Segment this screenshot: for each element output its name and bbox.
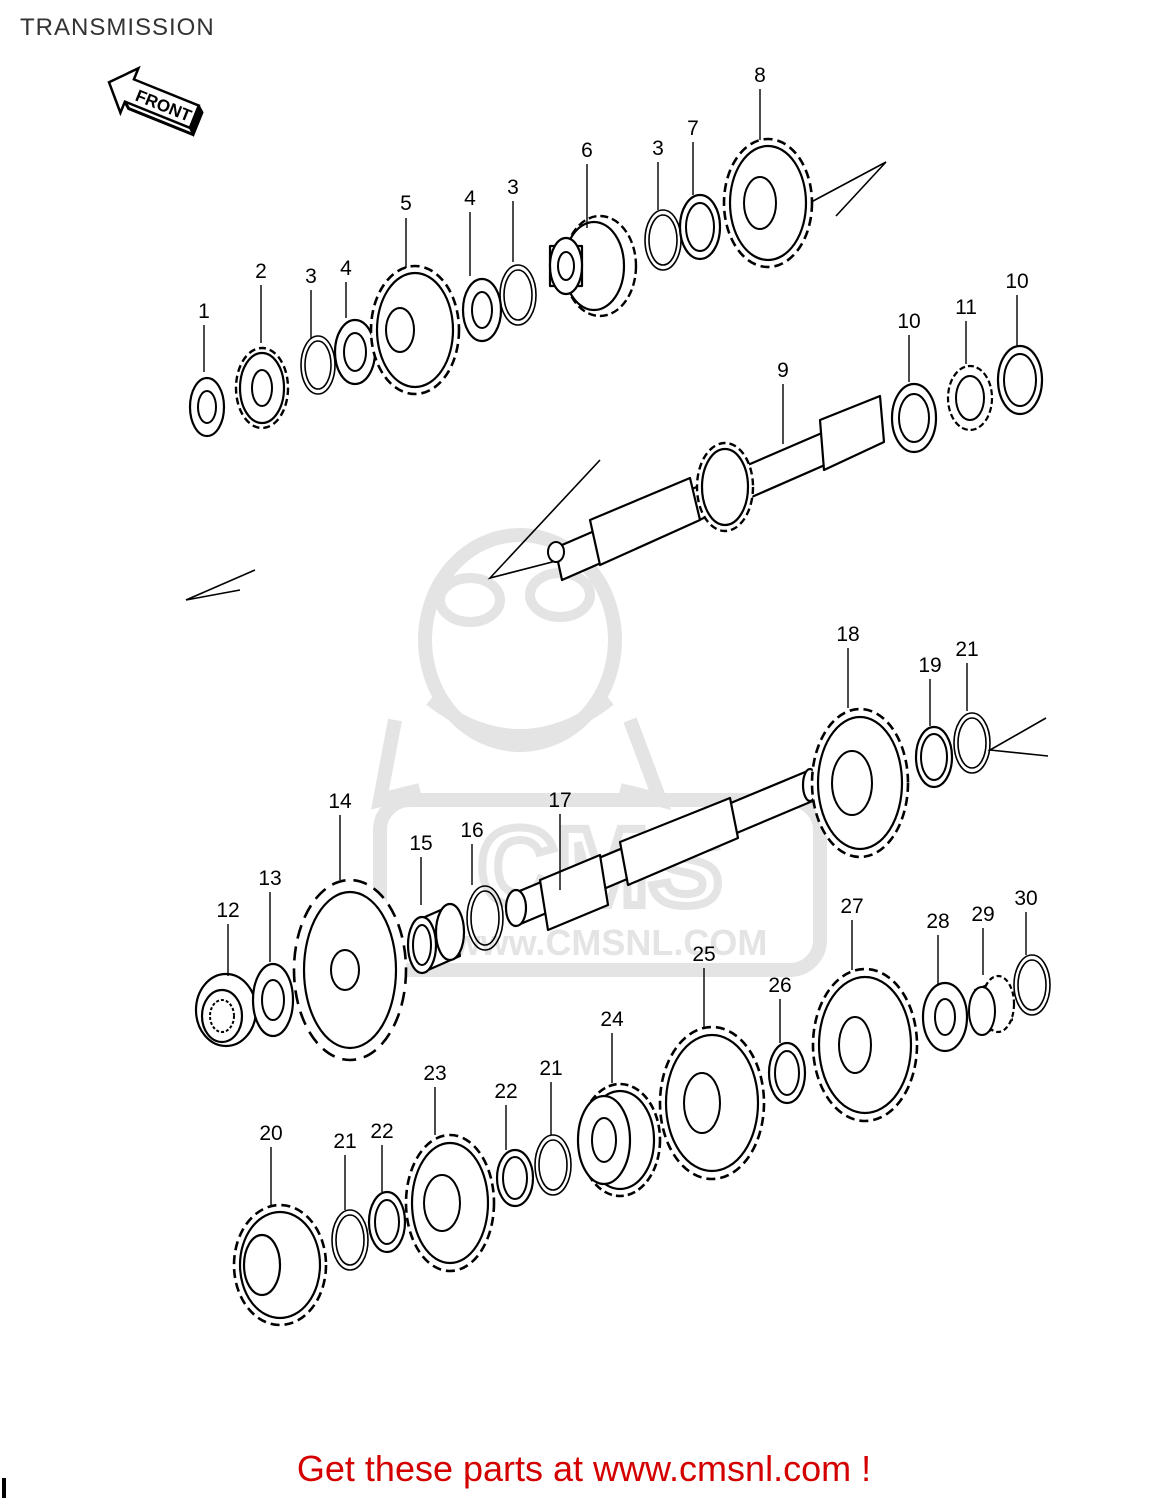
callout-number: 22: [370, 1120, 393, 1143]
output-shaft-17: [504, 767, 819, 932]
callout-number: 16: [460, 819, 483, 842]
needle-bearing-11: [946, 364, 994, 432]
callout-number: 11: [955, 296, 977, 319]
collar-26: [767, 1041, 807, 1105]
callout-number: 1: [198, 300, 210, 323]
callout-number: 19: [918, 654, 941, 677]
mainshaft-9: [547, 394, 886, 582]
callout-number: 3: [305, 265, 317, 288]
o-ring-16: [466, 885, 504, 951]
footer-link-text[interactable]: Get these parts at www.cmsnl.com !: [296, 1448, 872, 1489]
page-edge-marker: [2, 1478, 6, 1498]
callout-number: 21: [539, 1057, 562, 1080]
nut-12: [194, 972, 258, 1048]
callout-number: 22: [494, 1080, 517, 1103]
callout-number: 29: [971, 903, 994, 926]
callout-number: 3: [652, 137, 664, 160]
callout-number: 24: [600, 1008, 624, 1031]
gear-27: [811, 967, 919, 1123]
callout-number: 20: [259, 1122, 282, 1145]
callout-number: 28: [926, 910, 949, 933]
circlip-21c: [534, 1134, 572, 1196]
circlip-30: [1013, 954, 1051, 1016]
washer-22a: [367, 1190, 407, 1254]
callout-number: 18: [836, 623, 859, 646]
circlip-21b: [331, 1209, 369, 1271]
needle-bearing-29: [968, 974, 1016, 1036]
washer-10a: [890, 382, 938, 454]
callout-number: 13: [258, 867, 281, 890]
washer-22b: [495, 1148, 535, 1208]
callout-number: 30: [1014, 887, 1037, 910]
gear-20: [232, 1203, 328, 1327]
watermark-mascot-icon: [371, 528, 672, 811]
callout-number: 3: [507, 176, 519, 199]
washer-4b: [461, 277, 503, 343]
callout-number: 12: [216, 899, 239, 922]
front-arrow: FRONT: [107, 65, 204, 138]
circlip-3b: [499, 264, 537, 326]
callout-number: 17: [548, 789, 571, 812]
gear-8: [722, 137, 814, 269]
page-title: TRANSMISSION: [20, 14, 215, 41]
gear-18: [810, 707, 910, 859]
gear-23: [404, 1133, 496, 1273]
callout-number: 2: [255, 260, 267, 283]
circlip-3a: [300, 335, 336, 395]
washer-10b: [996, 344, 1044, 416]
callout-number: 26: [768, 974, 791, 997]
callout-number: 25: [692, 943, 715, 966]
washer-1: [188, 376, 226, 438]
callout-number: 10: [1005, 270, 1028, 293]
callout-number: 4: [464, 187, 476, 210]
circlip-3c: [644, 209, 682, 271]
callout-number: 21: [955, 638, 978, 661]
watermark-url-text: www.CMSNL.COM: [452, 922, 768, 963]
gear-24: [576, 1082, 662, 1198]
washer-28: [921, 981, 969, 1053]
washer-4a: [333, 318, 377, 386]
callout-number: 6: [581, 139, 593, 162]
gear-5: [369, 264, 461, 396]
callout-number: 5: [400, 192, 412, 215]
washer-19: [914, 725, 954, 789]
sprocket-14: [292, 878, 408, 1062]
circlip-21a: [953, 712, 991, 774]
transmission-exploded-diagram: CMS www.CMSNL.COM FRONT: [107, 64, 1051, 1327]
washer-7: [678, 193, 722, 261]
watermark-badge-frame: [373, 793, 827, 977]
gear-2: [234, 346, 290, 430]
gear-25: [658, 1025, 766, 1181]
callout-number: 4: [340, 257, 352, 280]
callout-number: 14: [328, 790, 352, 813]
callout-number: 9: [777, 359, 789, 382]
lock-washer-13: [251, 962, 295, 1038]
callout-number: 23: [423, 1062, 446, 1085]
gear-6: [548, 214, 638, 318]
callout-number: 21: [333, 1130, 356, 1153]
collar-15: [406, 902, 466, 975]
callout-number: 15: [409, 832, 432, 855]
callout-number: 27: [840, 895, 863, 918]
callout-number: 8: [754, 64, 766, 87]
callout-number: 7: [687, 117, 699, 140]
callout-number: 10: [897, 310, 920, 333]
